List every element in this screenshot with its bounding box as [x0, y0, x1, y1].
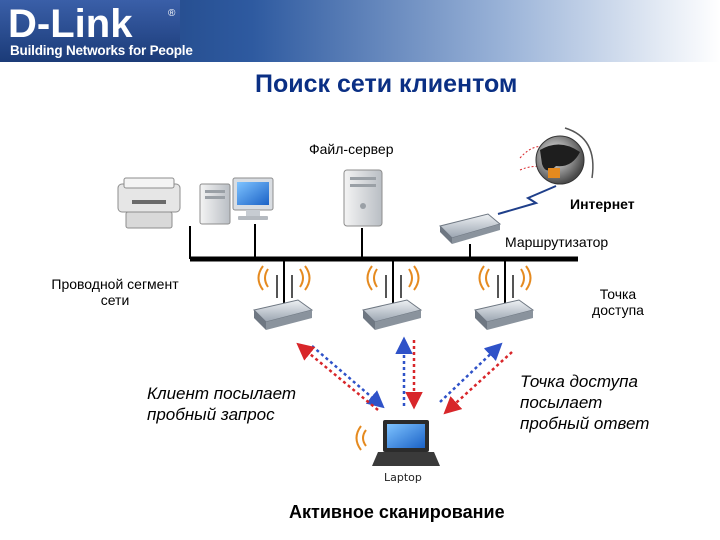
access-point-left-icon: [253, 265, 314, 330]
logo-text: D-Link: [8, 2, 133, 46]
ap-response-line1: Точка доступа: [520, 372, 638, 391]
wired-segment-label: Проводной сегмент сети: [40, 276, 190, 308]
footer-caption: Активное сканирование: [289, 502, 505, 522]
file-server-label: Файл-сервер: [309, 141, 394, 157]
probe-response-arrow-left: [296, 342, 379, 411]
client-probe-line1: Клиент посылает: [147, 384, 297, 403]
probe-response-arrow-right: [443, 351, 513, 415]
internet-link: [497, 185, 557, 215]
client-probe-line2: пробный запрос: [147, 405, 275, 424]
router-icon: [439, 213, 502, 244]
wired-segment-line1: Проводной сегмент: [51, 276, 179, 292]
banner-graphic: [0, 0, 720, 62]
laptop-label: Laptop: [384, 471, 422, 484]
access-point-right-icon: [474, 265, 535, 330]
internet-label: Интернет: [570, 196, 635, 212]
slide-title: Поиск сети клиентом: [255, 70, 518, 98]
router-label: Маршрутизатор: [505, 234, 609, 250]
ap-response-label: Точка доступа посылает пробный ответ: [520, 371, 649, 434]
client-probe-label: Клиент посылает пробный запрос: [147, 383, 296, 425]
ap-response-line2: посылает: [520, 393, 603, 412]
laptop-icon: [355, 420, 440, 466]
wired-segment-line2: сети: [100, 292, 130, 308]
logo-registered-mark: ®: [168, 8, 176, 19]
ap-response-line3: пробный ответ: [520, 414, 650, 433]
probe-request-arrow-left: [311, 345, 385, 409]
logo-tagline: Building Networks for People: [10, 43, 193, 58]
access-point-middle-icon: [362, 265, 423, 330]
brand-banner: D-Link ® Building Networks for People: [0, 0, 720, 68]
internet-globe-icon: [519, 127, 594, 185]
file-server-icon: [343, 169, 383, 227]
access-point-line2: доступа: [592, 302, 644, 318]
access-point-label: Точка доступа: [582, 286, 654, 318]
desktop-pc-icon: [199, 177, 274, 225]
printer-icon: [117, 177, 181, 229]
probe-request-arrow-right: [439, 342, 503, 403]
access-point-line1: Точка: [599, 286, 637, 302]
